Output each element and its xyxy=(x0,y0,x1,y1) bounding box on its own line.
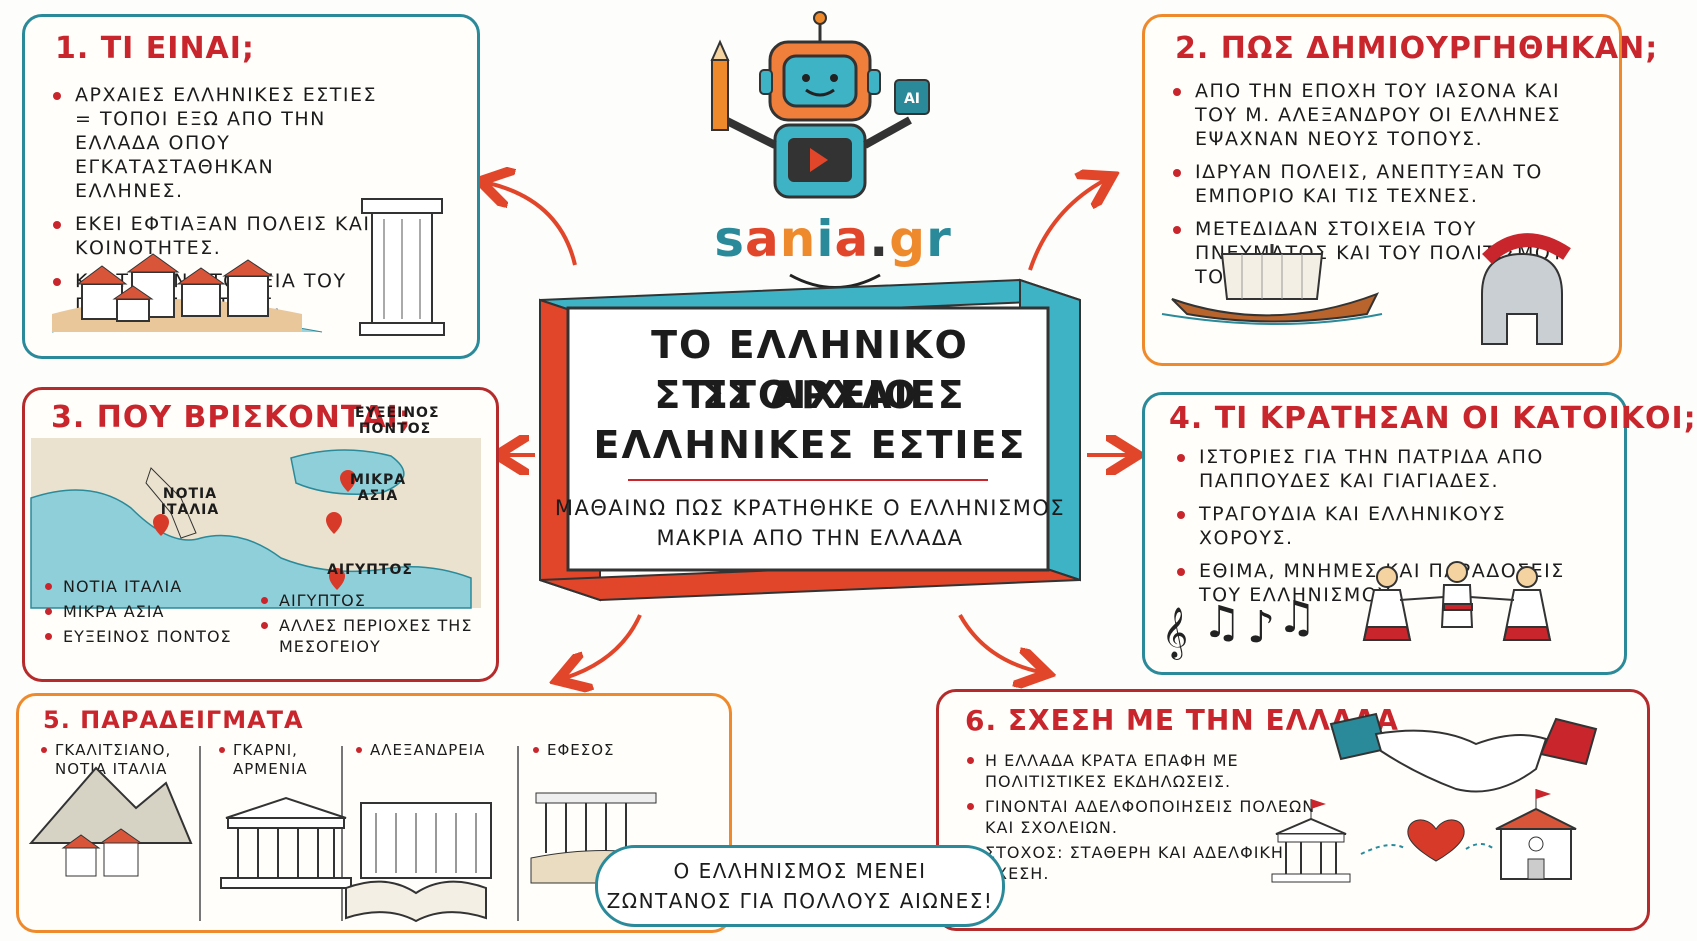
divider xyxy=(199,746,201,921)
example-alexandria: ΑΛΕΞΑΝΔΡΕΙΑ xyxy=(354,741,512,760)
heart-icon xyxy=(1407,819,1465,862)
arrow-icon xyxy=(565,614,642,678)
center-title-line-1: ΤΟ ΕΛΛΗΝΙΚΟ ΣΤΟΙΧΕΙΟ xyxy=(651,323,969,417)
map-pin-icon xyxy=(153,470,356,590)
arrow-icon xyxy=(1028,180,1105,271)
list-item: Η ΕΛΛΑΔΑ ΚΡΑΤΑ ΕΠΑΦΗ ΜΕ ΠΟΛΙΤΙΣΤΙΚΕΣ ΕΚΔ… xyxy=(963,750,1323,792)
list-item: ΑΡΧΑΙΕΣ ΕΛΛΗΝΙΚΕΣ ΕΣΤΙΕΣ = ΤΟΠΟΙ ΕΞΩ ΑΠΟ… xyxy=(49,83,389,203)
example-galliciano: ΓΚΑΛΙΤΣΙΑΝΟ, ΝΟΤΙΑ ΙΤΑΛΙΑ xyxy=(39,741,197,779)
bubble-line-1: Ο ΕΛΛΗΝΙΣΜΟΣ ΜΕΝΕΙ xyxy=(673,859,927,883)
column-icon xyxy=(359,198,445,336)
list-item: ΓΙΝΟΝΤΑΙ ΑΔΕΛΦΟΠΟΙΗΣΕΙΣ ΠΟΛΕΩΝ ΚΑΙ ΣΧΟΛΕ… xyxy=(963,796,1323,838)
example-label: ΑΛΕΞΑΝΔΡΕΙΑ xyxy=(354,741,512,760)
panel-title: 2. ΠΩΣ ΔΗΜΙΟΥΡΓΗΘΗΚΑΝ; xyxy=(1175,31,1659,66)
svg-text:𝄞: 𝄞 xyxy=(1162,607,1188,660)
svg-text:♫: ♫ xyxy=(1277,592,1316,643)
list-item: ΑΠΟ ΤΗΝ ΕΠΟΧΗ ΤΟΥ ΙΑΣΟΝΑ ΚΑΙ ΤΟΥ Μ. ΑΛΕΞ… xyxy=(1169,79,1589,151)
robot-badge-text: AI xyxy=(904,91,920,107)
divider xyxy=(517,746,519,921)
list-item: ΜΙΚΡΑ ΑΣΙΑ xyxy=(41,601,241,622)
panel-title: 6. ΣΧΕΣΗ ΜΕ ΤΗΝ ΕΛΛΑΔΑ xyxy=(965,704,1399,737)
example-label: ΓΚΑΡΝΙ, ΑΡΜΕΝΙΑ xyxy=(217,741,375,779)
panel-title: 3. ΠΟΥ ΒΡΙΣΚΟΝΤΑΙ; xyxy=(51,400,412,435)
school-icon xyxy=(1495,789,1577,880)
map-label-black-sea: ΕΥΞΕΙΝΟΣ ΠΟΝΤΟΣ xyxy=(355,405,440,437)
example-ephesus: ΕΦΕΣΟΣ xyxy=(531,741,689,760)
temple-icon xyxy=(1271,799,1351,883)
svg-text:♪: ♪ xyxy=(1247,602,1275,653)
panel-relation-greece: 6. ΣΧΕΣΗ ΜΕ ΤΗΝ ΕΛΛΑΔΑ Η ΕΛΛΑΔΑ ΚΡΑΤΑ ΕΠ… xyxy=(936,689,1650,931)
arrow-icon xyxy=(958,614,1040,672)
center-title-line-3: ΕΛΛΗΝΙΚΕΣ ΕΣΤΙΕΣ xyxy=(593,423,1027,467)
helmet-icon xyxy=(1481,233,1571,345)
list-item: ΕΥΞΕΙΝΟΣ ΠΟΝΤΟΣ xyxy=(41,626,241,647)
bullet-list: Η ΕΛΛΑΔΑ ΚΡΑΤΑ ΕΠΑΦΗ ΜΕ ΠΟΛΙΤΙΣΤΙΚΕΣ ΕΚΔ… xyxy=(963,750,1323,888)
svg-text:♫: ♫ xyxy=(1202,597,1241,648)
book-icon xyxy=(345,802,492,923)
arrow-icon xyxy=(488,183,577,266)
location-list-left: ΝΟΤΙΑ ΙΤΑΛΙΑ ΜΙΚΡΑ ΑΣΙΑ ΕΥΞΕΙΝΟΣ ΠΟΝΤΟΣ xyxy=(41,576,241,651)
ship-icon xyxy=(1161,244,1383,325)
list-item: ΑΛΛΕΣ ΠΕΡΙΟΧΕΣ ΤΗΣ ΜΕΣΟΓΕΙΟΥ xyxy=(257,615,477,657)
list-item: ΙΔΡΥΑΝ ΠΟΛΕΙΣ, ΑΝΕΠΤΥΞΑΝ ΤΟ ΕΜΠΟΡΙΟ ΚΑΙ … xyxy=(1169,160,1589,208)
map-label-south-italy: ΝΟΤΙΑ ΙΤΑΛΙΑ xyxy=(160,486,220,518)
example-label: ΓΚΑΛΙΤΣΙΑΝΟ, ΝΟΤΙΑ ΙΤΑΛΙΑ xyxy=(39,741,197,779)
mediterranean-map xyxy=(30,438,481,609)
example-garni: ΓΚΑΡΝΙ, ΑΡΜΕΝΙΑ xyxy=(217,741,375,779)
music-notes-icon: 𝄞 ♫♪♫ xyxy=(1162,592,1316,660)
map-label-egypt: ΑΙΓΥΠΤΟΣ xyxy=(327,562,413,578)
example-label: ΕΦΕΣΟΣ xyxy=(531,741,689,760)
logo-text: sania.gr xyxy=(714,210,952,268)
closing-speech-bubble: Ο ΕΛΛΗΝΙΣΜΟΣ ΜΕΝΕΙ ΖΩΝΤΑΝΟΣ ΓΙΑ ΠΟΛΛΟΥΣ … xyxy=(595,845,1005,927)
handshake-icon xyxy=(1329,712,1598,793)
panel-title: 5. ΠΑΡΑΔΕΙΓΜΑΤΑ xyxy=(43,706,304,734)
temple-icon xyxy=(220,796,352,889)
divider xyxy=(341,746,343,921)
map-label-asia-minor: ΜΙΚΡΑ ΑΣΙΑ xyxy=(349,472,407,504)
village-icon xyxy=(51,253,323,333)
center-title-line-2: ΣΤΙΣ ΑΡΧΑΙΕΣ xyxy=(654,373,966,417)
panel-what-is: 1. ΤΙ ΕΙΝΑΙ; ΑΡΧΑΙΕΣ ΕΛΛΗΝΙΚΕΣ ΕΣΤΙΕΣ = … xyxy=(22,14,480,359)
center-subtitle-line-2: ΜΑΚΡΙΑ ΑΠΟ ΤΗΝ ΕΛΛΑΔΑ xyxy=(656,526,964,550)
list-item: ΝΟΤΙΑ ΙΤΑΛΙΑ xyxy=(41,576,241,597)
center-title-frame: ΤΟ ΕΛΛΗΝΙΚΟ ΣΤΟΙΧΕΙΟ ΣΤΙΣ ΑΡΧΑΙΕΣ ΕΛΛΗΝΙ… xyxy=(539,278,1081,602)
dancers-icon xyxy=(1362,561,1552,641)
panel-where: 3. ΠΟΥ ΒΡΙΣΚΟΝΤΑΙ; ΕΥΞΕΙΝΟΣ ΠΟΝΤΟΣ ΝΟΤΙΑ… xyxy=(22,387,499,682)
list-item: ΙΣΤΟΡΙΕΣ ΓΙΑ ΤΗΝ ΠΑΤΡΙΔΑ ΑΠΟ ΠΑΠΠΟΥΔΕΣ Κ… xyxy=(1173,445,1593,493)
center-subtitle-line-1: ΜΑΘΑΙΝΩ ΠΩΣ ΚΡΑΤΗΘΗΚΕ Ο ΕΛΛΗΝΙΣΜΟΣ xyxy=(554,496,1066,520)
location-list-right: ΑΙΓΥΠΤΟΣ ΑΛΛΕΣ ΠΕΡΙΟΧΕΣ ΤΗΣ ΜΕΣΟΓΕΙΟΥ xyxy=(257,590,477,661)
bubble-line-2: ΖΩΝΤΑΝΟΣ ΓΙΑ ΠΟΛΛΟΥΣ ΑΙΩΝΕΣ! xyxy=(606,889,994,913)
panel-title: 4. ΤΙ ΚΡΑΤΗΣΑΝ ΟΙ ΚΑΤΟΙΚΟΙ; xyxy=(1169,401,1697,436)
list-item: ΕΚΕΙ ΕΦΤΙΑΞΑΝ ΠΟΛΕΙΣ ΚΑΙ ΚΟΙΝΟΤΗΤΕΣ. xyxy=(49,212,389,260)
panel-title: 1. ΤΙ ΕΙΝΑΙ; xyxy=(55,31,255,66)
mountain-village-icon xyxy=(28,766,193,877)
list-item: ΤΡΑΓΟΥΔΙΑ ΚΑΙ ΕΛΛΗΝΙΚΟΥΣ ΧΟΡΟΥΣ. xyxy=(1173,502,1593,550)
panel-how-created: 2. ΠΩΣ ΔΗΜΙΟΥΡΓΗΘΗΚΑΝ; ΑΠΟ ΤΗΝ ΕΠΟΧΗ ΤΟΥ… xyxy=(1142,14,1657,366)
list-item: ΑΙΓΥΠΤΟΣ xyxy=(257,590,477,611)
panel-what-kept: 4. ΤΙ ΚΡΑΤΗΣΑΝ ΟΙ ΚΑΤΟΙΚΟΙ; ΙΣΤΟΡΙΕΣ ΓΙΑ… xyxy=(1142,392,1696,675)
